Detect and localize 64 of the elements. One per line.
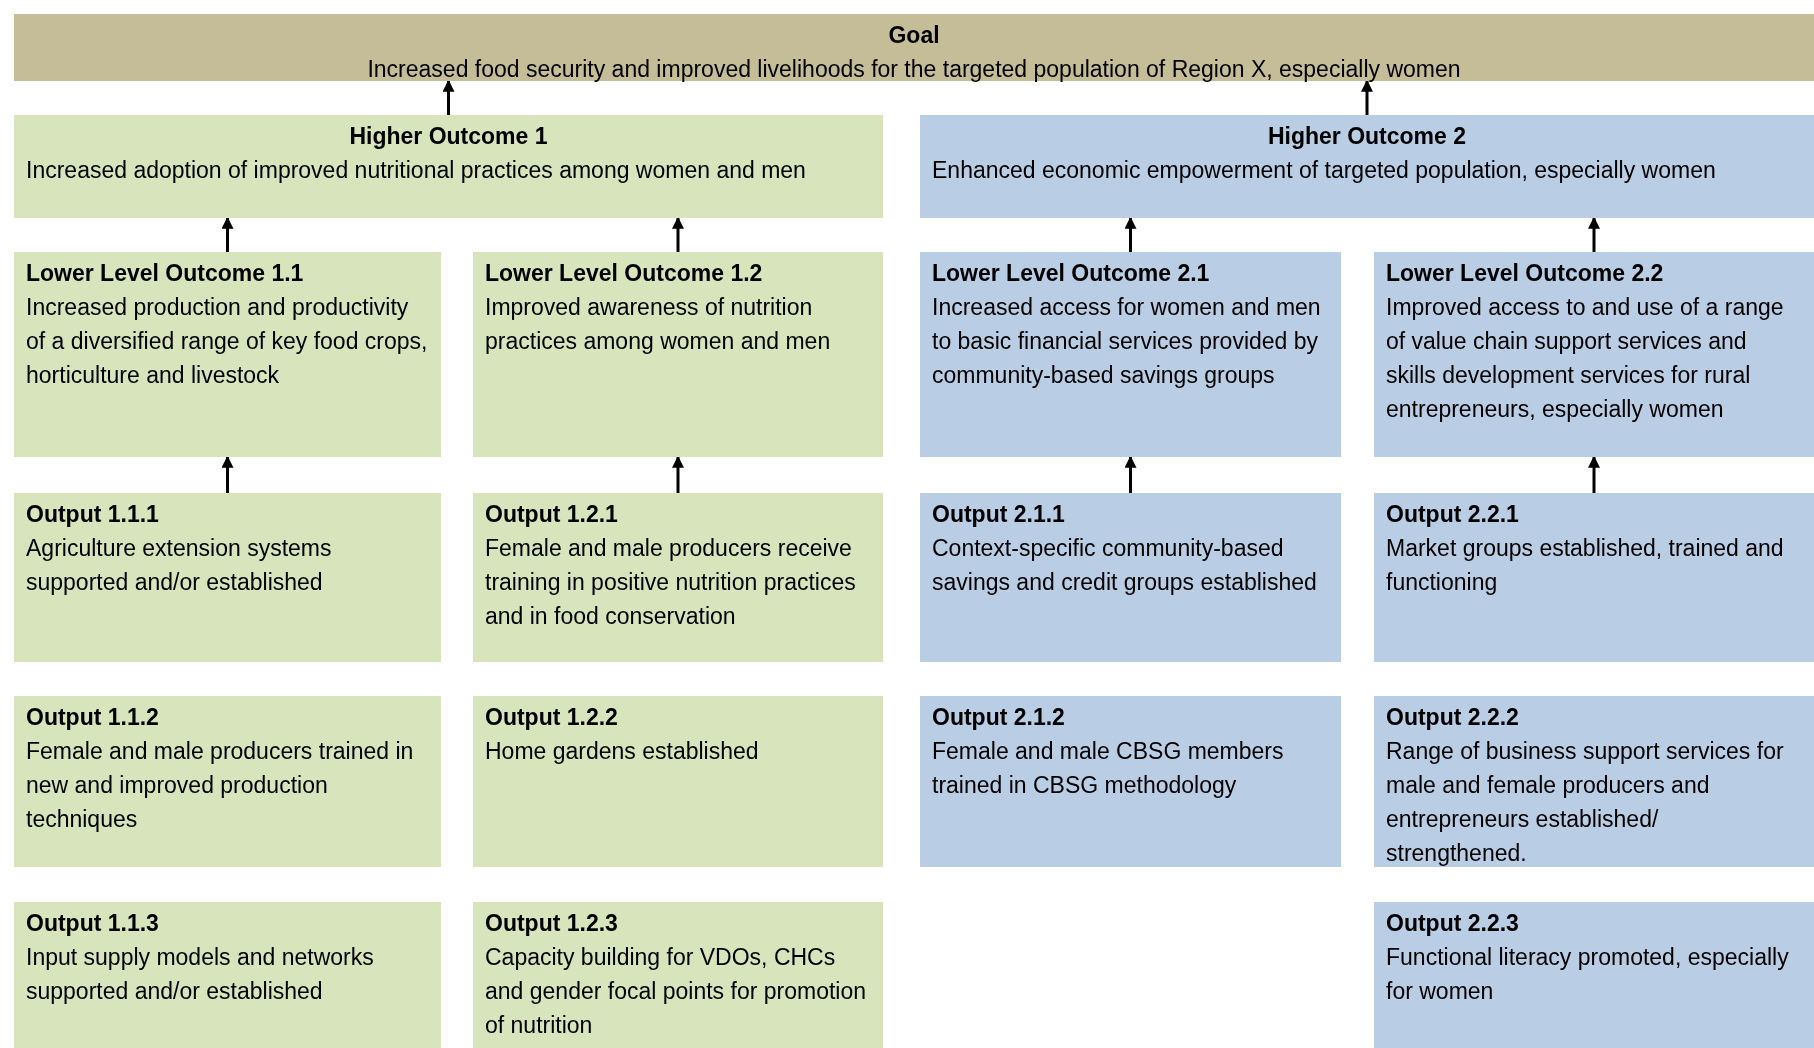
box-heading: Goal xyxy=(887,21,941,50)
arrow xyxy=(1124,455,1137,493)
box-heading: Output 2.1.2 xyxy=(932,703,1066,732)
box-heading: Output 2.2.1 xyxy=(1386,500,1520,529)
box-heading: Higher Outcome 1 xyxy=(348,122,549,151)
outcome-box xyxy=(14,252,441,457)
box-text: Increased food security and improved livelihoods for the targeted population of Region X, especially women xyxy=(366,55,1462,84)
box-heading: Lower Level Outcome 2.1 xyxy=(932,259,1211,288)
box-heading: Lower Level Outcome 1.2 xyxy=(485,259,764,288)
outcome-box xyxy=(473,252,883,457)
output-box xyxy=(920,493,1341,662)
box-heading: Output 1.2.2 xyxy=(485,703,619,732)
output-box xyxy=(14,493,441,662)
output-box xyxy=(1374,696,1814,867)
box-text: Context-specific community-based savings and credit groups established xyxy=(932,534,1318,597)
box-text: Market groups established, trained and functioning xyxy=(1386,534,1785,597)
output-box xyxy=(473,493,883,662)
output-box xyxy=(14,696,441,867)
box-text: Improved awareness of nutrition practices among women and men xyxy=(485,293,832,356)
box-heading: Higher Outcome 2 xyxy=(1266,122,1468,151)
box-heading: Output 2.1.1 xyxy=(932,500,1066,529)
outcome-box xyxy=(920,115,1814,218)
outcome-box xyxy=(920,252,1341,457)
output-box xyxy=(473,902,883,1048)
arrow xyxy=(1361,79,1373,115)
box-heading: Output 1.1.2 xyxy=(26,703,160,732)
box-heading: Output 2.2.2 xyxy=(1386,703,1520,732)
box-text: Input supply models and networks supported and/or established xyxy=(26,943,375,1006)
box-text: Capacity building for VDOs, CHCs and gender focal points for promotion of nutrition xyxy=(485,943,868,1040)
outcome-box xyxy=(1374,252,1814,457)
box-heading: Lower Level Outcome 2.2 xyxy=(1386,259,1665,288)
output-box xyxy=(920,696,1341,867)
box-heading: Output 1.1.3 xyxy=(26,909,160,938)
outcome-box xyxy=(14,115,883,218)
goal-box xyxy=(14,14,1814,81)
arrow xyxy=(221,216,234,252)
box-text: Range of business support services for male and female producers and entrepreneurs established/ strengthened. xyxy=(1386,737,1785,868)
box-heading: Output 1.1.1 xyxy=(26,500,160,529)
arrow xyxy=(1124,216,1137,252)
box-heading: Lower Level Outcome 1.1 xyxy=(26,259,305,288)
box-text: Increased access for women and men to basic financial services provided by community-based savings groups xyxy=(932,293,1322,390)
arrow xyxy=(442,79,455,115)
box-text: Enhanced economic empowerment of targeted population, especially women xyxy=(932,156,1717,185)
arrow xyxy=(672,216,684,252)
arrow xyxy=(1588,216,1600,252)
box-text: Female and male producers receive training in positive nutrition practices and in food conservation xyxy=(485,534,857,631)
box-text: Increased production and productivity of a diversified range of key food crops, horticulture and livestock xyxy=(26,293,429,390)
box-text: Increased adoption of improved nutritional practices among women and men xyxy=(26,156,807,185)
arrow xyxy=(672,455,684,493)
arrow xyxy=(1588,455,1600,493)
box-text: Agriculture extension systems supported and/or established xyxy=(26,534,333,597)
box-text: Female and male CBSG members trained in CBSG methodology xyxy=(932,737,1285,800)
box-text: Female and male producers trained in new and improved production techniques xyxy=(26,737,415,834)
box-heading: Output 2.2.3 xyxy=(1386,909,1520,938)
output-box xyxy=(1374,493,1814,662)
box-text: Functional literacy promoted, especially for women xyxy=(1386,943,1790,1006)
output-box xyxy=(1374,902,1814,1048)
output-box xyxy=(14,902,441,1048)
box-heading: Output 1.2.1 xyxy=(485,500,619,529)
output-box xyxy=(473,696,883,867)
arrow xyxy=(221,455,234,493)
box-text: Improved access to and use of a range of value chain support services and skills development services for rural entrepreneurs, especially women xyxy=(1386,293,1785,424)
box-text: Home gardens established xyxy=(485,737,760,766)
box-heading: Output 1.2.3 xyxy=(485,909,619,938)
